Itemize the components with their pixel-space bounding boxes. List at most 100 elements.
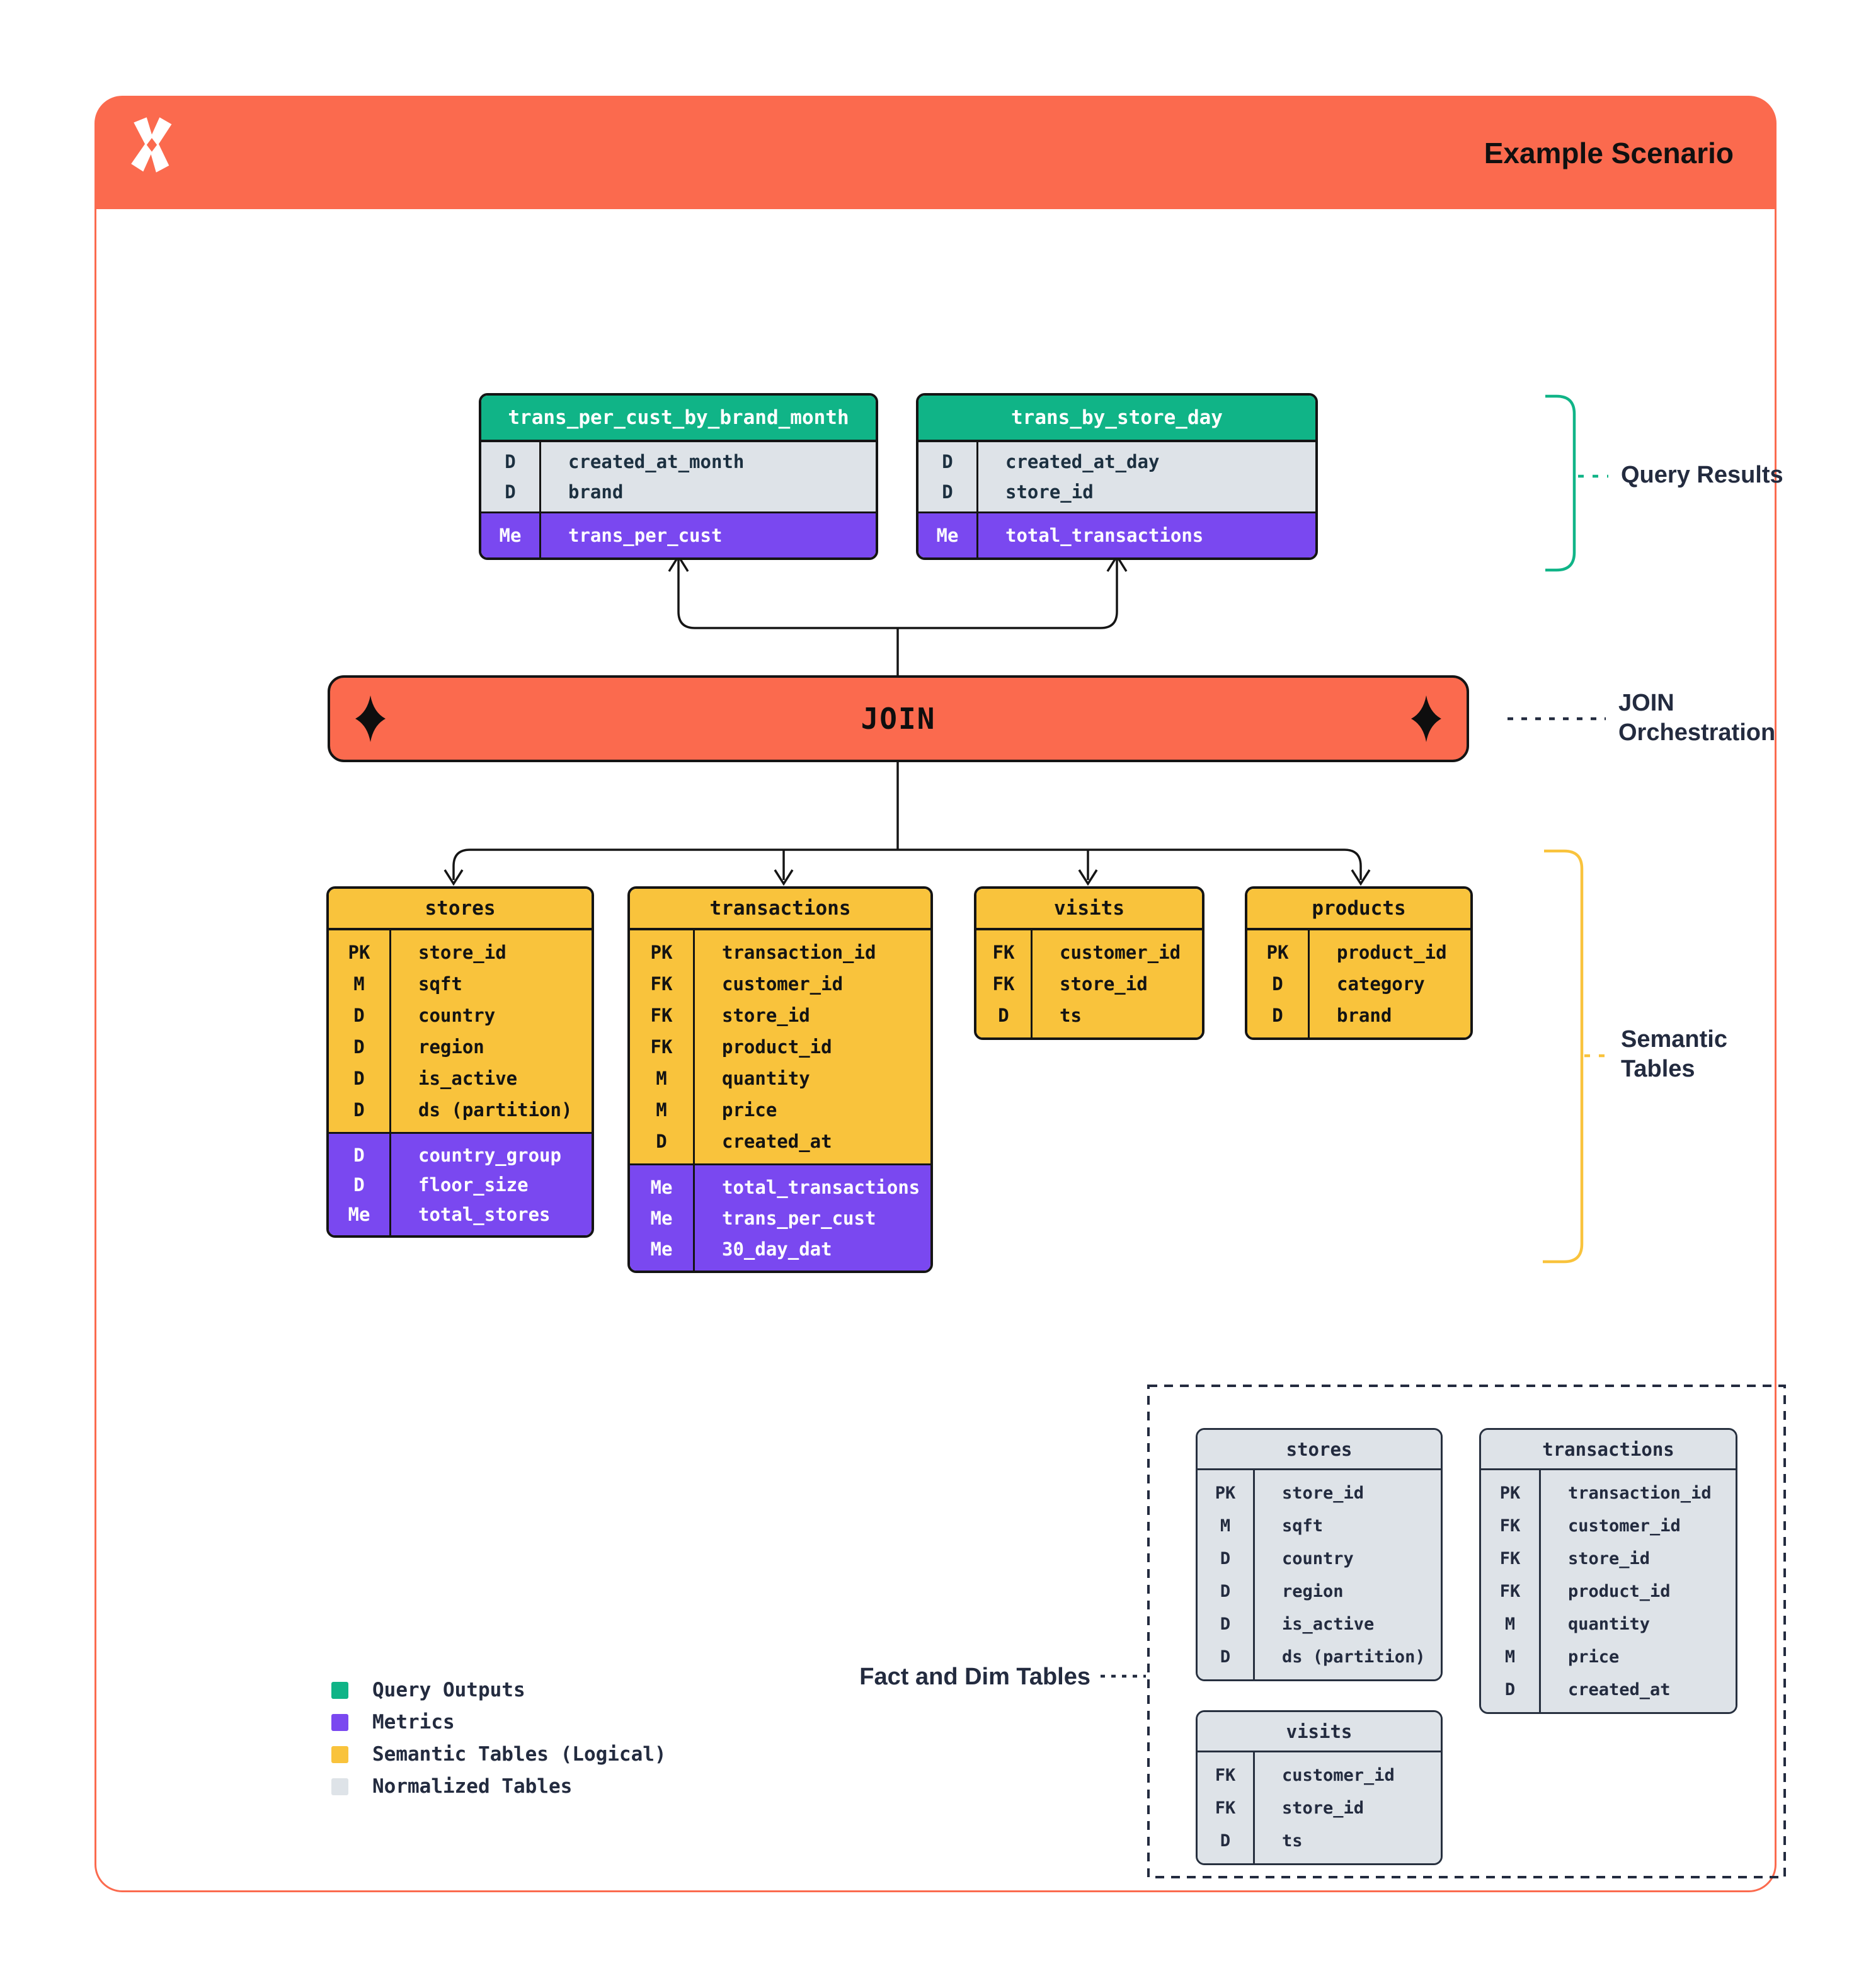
er-field-key: D bbox=[1272, 973, 1283, 995]
scenario-card: Example Scenario bbox=[94, 96, 1786, 1892]
er-field-name: category bbox=[1337, 973, 1425, 995]
er-field-name: customer_id bbox=[1568, 1516, 1681, 1536]
er-field-key: FK bbox=[1499, 1548, 1521, 1568]
normalized-tables-swatch-icon bbox=[331, 1778, 348, 1795]
legend-item-query-outputs: Query Outputs bbox=[331, 1679, 667, 1701]
er-field-name: ds (partition) bbox=[418, 1099, 573, 1121]
legend-item-normalized-tables: Normalized Tables bbox=[331, 1775, 667, 1798]
er-field-name: customer_id bbox=[722, 973, 844, 995]
legend-item-metrics: Metrics bbox=[331, 1711, 667, 1734]
er-field-key: Me bbox=[348, 1203, 370, 1225]
er-field-key: Me bbox=[650, 1207, 673, 1229]
er-field-key: FK bbox=[1499, 1581, 1521, 1601]
er-field-name: trans_per_cust bbox=[568, 525, 723, 546]
er-field-name: quantity bbox=[722, 1068, 810, 1089]
join-to-results-connector bbox=[668, 554, 1128, 675]
er-field-name: country bbox=[1282, 1548, 1354, 1568]
er-field-key: M bbox=[656, 1099, 667, 1121]
er-field-key: D bbox=[1220, 1647, 1231, 1667]
x-sparkle-logo-icon bbox=[131, 117, 172, 173]
er-table-title: transactions bbox=[630, 889, 930, 930]
er-field-name: country_group bbox=[418, 1144, 561, 1166]
join-bar: JOIN bbox=[328, 675, 1469, 762]
join-orchestration-line2: Orchestration bbox=[1618, 719, 1776, 746]
er-field-key: D bbox=[1220, 1614, 1231, 1634]
er-field-name: is_active bbox=[1282, 1614, 1375, 1634]
legend-label: Metrics bbox=[372, 1711, 455, 1734]
semantic-tables-line2: Tables bbox=[1621, 1056, 1695, 1082]
er-field-name: transaction_id bbox=[722, 942, 876, 963]
er-field-name: product_id bbox=[722, 1036, 832, 1058]
card-header-bar: Example Scenario bbox=[96, 97, 1775, 209]
er-field-row: Me total_stores bbox=[329, 1199, 592, 1229]
er-table-title: trans_per_cust_by_brand_month bbox=[481, 396, 876, 442]
er-field-name: product_id bbox=[1337, 942, 1447, 963]
er-field-row: FK customer_id bbox=[630, 968, 930, 1000]
er-field-name: ts bbox=[1282, 1831, 1303, 1851]
er-field-name: created_at_month bbox=[568, 451, 745, 472]
er-field-key: D bbox=[353, 1068, 365, 1089]
semantic-tables-label: Semantic Tables bbox=[1621, 1025, 1727, 1084]
er-field-key: Me bbox=[499, 525, 522, 546]
er-table-title: visits bbox=[976, 889, 1202, 930]
er-field-key: FK bbox=[650, 973, 673, 995]
er-field-name: sqft bbox=[418, 973, 462, 995]
er-field-key: D bbox=[353, 1005, 365, 1026]
join-orchestration-line1: JOIN bbox=[1618, 690, 1674, 716]
er-field-name: trans_per_cust bbox=[722, 1207, 876, 1229]
query-results-bracket bbox=[1545, 394, 1608, 572]
legend-label: Semantic Tables (Logical) bbox=[372, 1743, 667, 1766]
join-to-semantic-connector bbox=[443, 762, 1371, 886]
legend: Query Outputs Metrics Semantic Tables (L… bbox=[331, 1679, 667, 1810]
er-field-name: transaction_id bbox=[1568, 1483, 1712, 1503]
er-field-key: D bbox=[353, 1144, 365, 1166]
er-field-key: D bbox=[656, 1131, 667, 1152]
er-field-key: PK bbox=[650, 942, 673, 963]
er-field-key: FK bbox=[1499, 1516, 1521, 1536]
four-point-star-icon bbox=[1411, 695, 1441, 742]
er-field-row: Me trans_per_cust bbox=[481, 518, 876, 553]
er-table-title: trans_by_store_day bbox=[918, 396, 1315, 442]
er-field-name: store_id bbox=[1005, 481, 1094, 503]
er-field-name: total_stores bbox=[418, 1203, 551, 1225]
er-field-key: M bbox=[1504, 1647, 1516, 1667]
er-field-name: total_transactions bbox=[1005, 525, 1204, 546]
er-field-key: D bbox=[1504, 1679, 1516, 1700]
er-field-key: D bbox=[505, 481, 516, 503]
er-field-key: Me bbox=[650, 1176, 673, 1198]
